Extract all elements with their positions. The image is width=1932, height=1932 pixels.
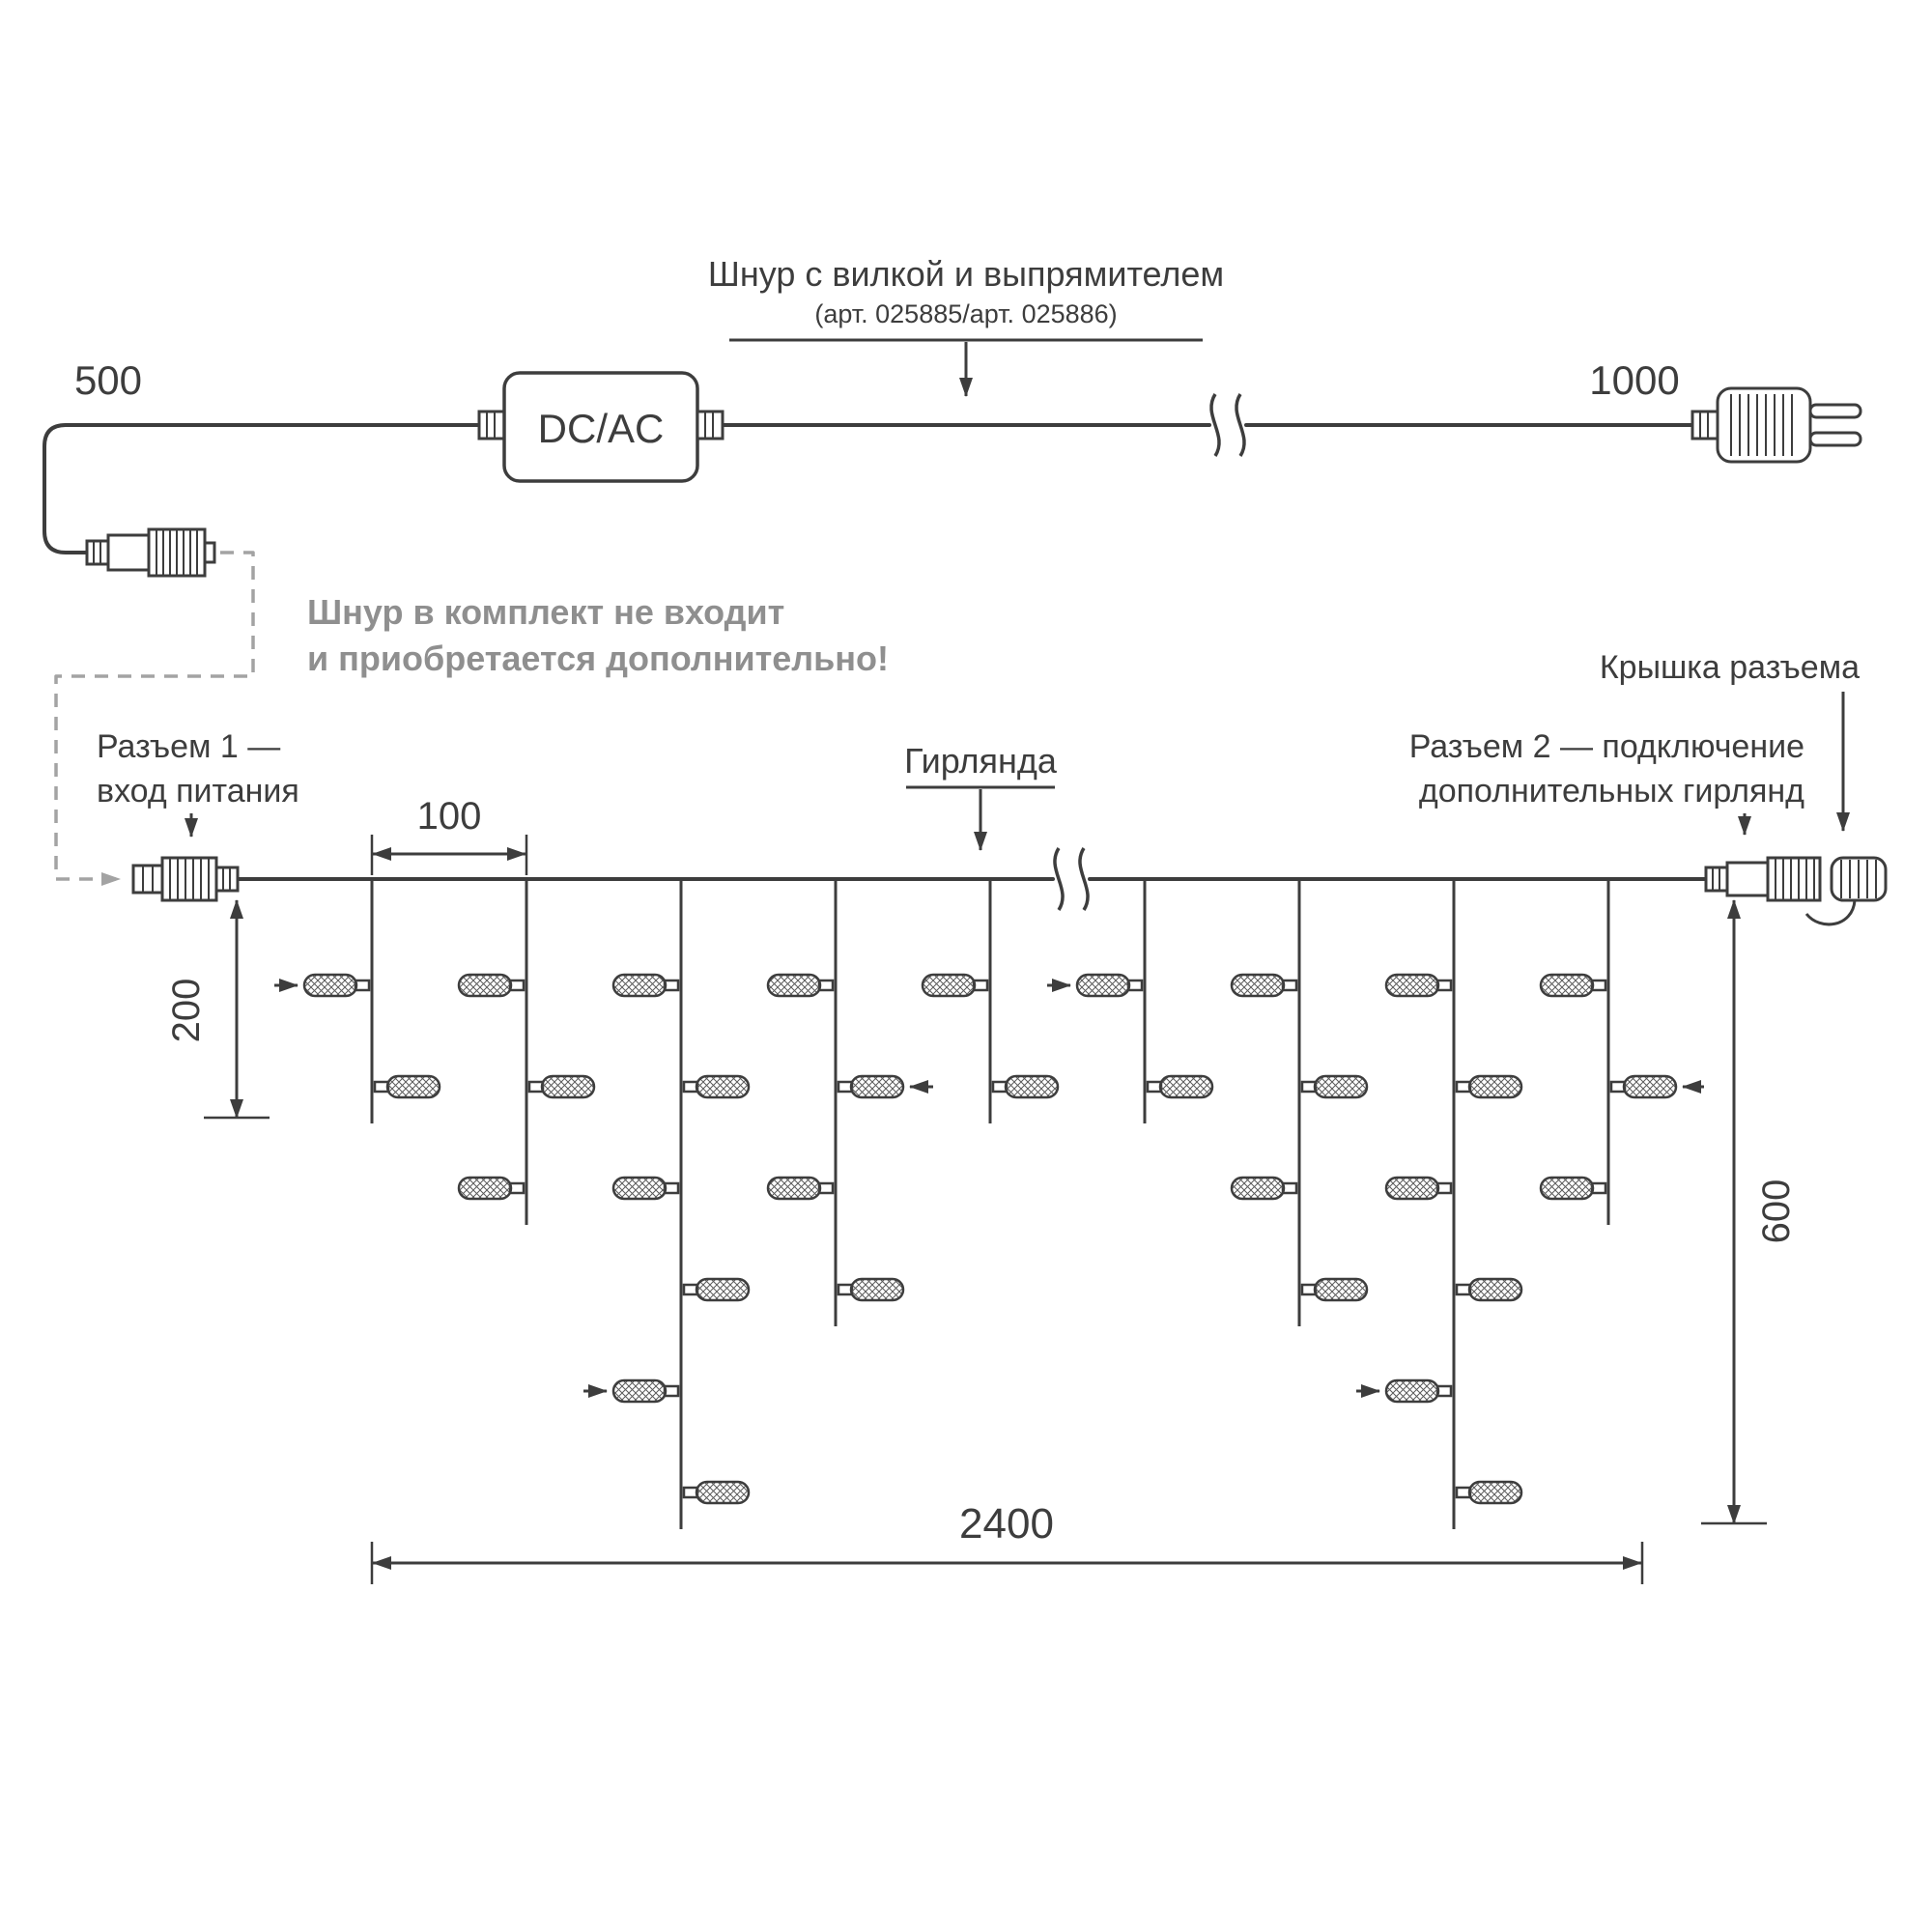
led-bulb-icon [695, 1480, 751, 1505]
connector-tip [203, 541, 216, 564]
connector-ferrule [85, 539, 110, 566]
led-bulb-icon [1539, 973, 1595, 998]
garland-break-mark [1078, 847, 1090, 911]
cord-break-mark [1235, 393, 1246, 457]
led-bulb-icon [457, 1176, 513, 1201]
connector-cap [1804, 856, 1888, 926]
led-bulb-icon [1467, 1074, 1523, 1099]
connector-tip [131, 864, 164, 895]
led-bulb-icon [921, 973, 977, 998]
dim-200-label: 200 [165, 979, 208, 1043]
led-bulb-icon [540, 1074, 596, 1099]
garland-drop [1384, 879, 1523, 1529]
garland-label: Гирлянда [904, 741, 1058, 781]
led-bulb-icon [849, 1277, 905, 1302]
note-line1: Шнур в комплект не входит [307, 592, 784, 632]
led-bulb-icon [1384, 1378, 1440, 1404]
garland-drop [302, 879, 441, 1123]
led-bulb-icon [1313, 1074, 1369, 1099]
garland-break-mark [1053, 847, 1065, 911]
cap-leash [1804, 899, 1857, 926]
garland-drop [1539, 879, 1678, 1225]
dim-2400-label: 2400 [959, 1500, 1054, 1548]
led-bulb-icon [1230, 1176, 1286, 1201]
led-bulb-icon [1230, 973, 1286, 998]
garland-drop [1230, 879, 1369, 1326]
led-bulb-icon [766, 973, 822, 998]
led-bulb-icon [1467, 1277, 1523, 1302]
led-bulb-icon [1539, 1176, 1595, 1201]
connector1-label-line2: вход питания [97, 773, 299, 810]
dc-ac-converter: DC/AC [477, 371, 724, 483]
led-bulb-icon [849, 1074, 905, 1099]
plug-strain-relief [1690, 410, 1719, 440]
led-bulb-icon [385, 1074, 441, 1099]
connector-body [1725, 861, 1770, 897]
cord-title: Шнур с вилкой и выпрямителем [708, 254, 1224, 294]
led-bulb-icon [695, 1074, 751, 1099]
garland-drop [611, 879, 751, 1529]
cord-break-mark [1209, 393, 1221, 457]
led-bulb-icon [611, 1378, 668, 1404]
converter-strain-relief [696, 410, 724, 440]
led-bulb-icon [611, 1176, 668, 1201]
garland-drops [302, 879, 1678, 1529]
power-plug-icon [1690, 386, 1862, 464]
led-bulb-icon [695, 1277, 751, 1302]
connector2-label-line1: Разъем 2 — подключение [1409, 728, 1804, 765]
dim-600-label: 600 [1755, 1179, 1798, 1244]
optional-cord-dashed-link [54, 551, 255, 886]
connector2-label-line2: дополнительных гирлянд [1419, 773, 1804, 810]
connector-body [106, 533, 151, 572]
connector1-label-line1: Разъем 1 — [97, 728, 280, 765]
garland-output-connector [1704, 856, 1822, 902]
led-bulb-icon [457, 973, 513, 998]
led-bulb-icon [1384, 973, 1440, 998]
dim-1000-label: 1000 [1589, 357, 1679, 403]
converter-strain-relief [477, 410, 506, 440]
garland-drop [457, 879, 596, 1225]
led-bulb-icon [1075, 973, 1131, 998]
led-bulb-icon [1467, 1480, 1523, 1505]
garland-drop [1075, 879, 1214, 1123]
garland-drop [921, 879, 1060, 1123]
cap-label: Крышка разъема [1600, 649, 1860, 686]
dim-500-label: 500 [74, 357, 142, 403]
garland-drop [766, 879, 905, 1326]
cord-left-run [43, 423, 483, 554]
cord-connector [85, 527, 216, 578]
note-line2: и приобретается дополнительно! [307, 639, 889, 678]
connector-ferrule [1704, 866, 1729, 893]
led-bulb-icon [1622, 1074, 1678, 1099]
dim-100-label: 100 [417, 795, 482, 838]
led-bulb-icon [302, 973, 358, 998]
garland-input-connector [131, 856, 240, 902]
plug-pin [1808, 403, 1862, 419]
led-bulb-icon [1004, 1074, 1060, 1099]
converter-label: DC/AC [538, 406, 665, 451]
connector-ferrule [214, 866, 240, 893]
led-bulb-icon [766, 1176, 822, 1201]
led-bulb-icon [1384, 1176, 1440, 1201]
led-bulb-icon [611, 973, 668, 998]
led-bulb-icon [1313, 1277, 1369, 1302]
cord-subtitle: (арт. 025885/арт. 025886) [814, 299, 1117, 328]
led-bulb-icon [1158, 1074, 1214, 1099]
bulb-pointer-arrows [274, 979, 1704, 1398]
plug-pin [1808, 431, 1862, 447]
